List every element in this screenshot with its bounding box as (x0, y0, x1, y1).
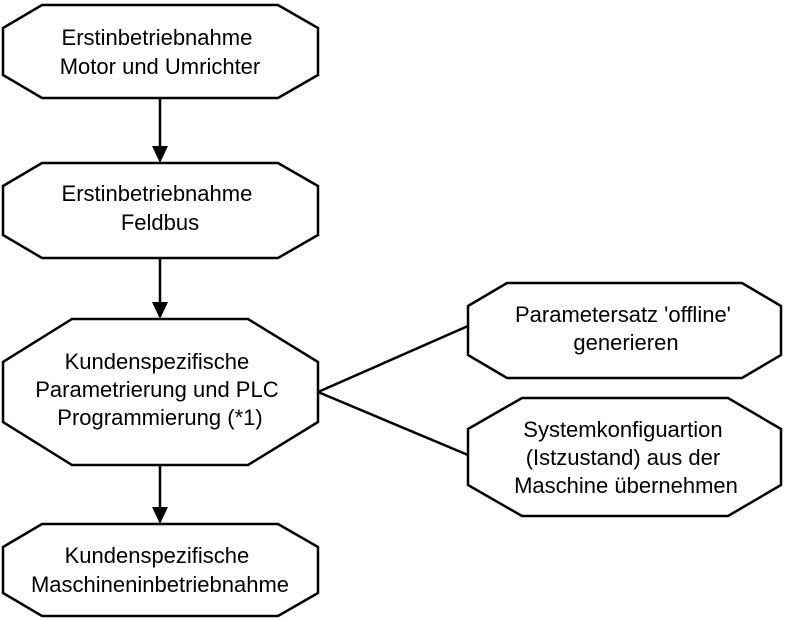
arrowhead-maschine (152, 507, 168, 524)
svg-text:Erstinbetriebnahme Feldb: Erstinbetriebnahme Feldbus (62, 181, 259, 235)
node-motor: Erstinbetriebnahme Motor und Umrichter (1, 3, 320, 100)
node-param-shape (1, 317, 320, 467)
node-system: Systemkonfiguartion (Istzustand) aus der… (466, 396, 783, 518)
node-system-line-1: Systemkonfiguartion (523, 417, 722, 442)
node-feldbus: Erstinbetriebnahme Feldbus (1, 161, 320, 260)
edge-param-to-offline (317, 324, 469, 394)
node-motor-line-2: Motor und Umrichter (60, 54, 261, 79)
node-offline-shape (466, 281, 783, 380)
node-system-line-2: (Istzustand) aus der (526, 445, 720, 470)
edges (152, 98, 469, 524)
svg-text:Kundenspezifische Parame: Kundenspezifische Parametrierung und PLC… (35, 349, 284, 430)
node-param: Kundenspezifische Parametrierung und PLC… (1, 317, 320, 467)
arrowhead-param (152, 302, 168, 319)
edge-param-to-system (317, 390, 469, 457)
node-offline: Parametersatz 'offline' generieren (466, 281, 783, 380)
node-feldbus-line-2: Feldbus (121, 210, 199, 235)
node-feldbus-shape (1, 161, 320, 260)
node-offline-line-1: Parametersatz 'offline' (515, 302, 731, 327)
node-motor-shape (1, 3, 320, 100)
node-feldbus-line-1: Erstinbetriebnahme (62, 181, 253, 206)
node-maschine-line-2: Maschineninbetriebnahme (31, 572, 289, 597)
node-param-line-1: Kundenspezifische (65, 349, 250, 374)
node-system-shape (466, 396, 783, 518)
svg-text:Parametersatz 'offline': Parametersatz 'offline' generieren (515, 302, 737, 355)
node-system-line-3: Maschine übernehmen (514, 473, 738, 498)
node-offline-line-2: generieren (573, 330, 678, 355)
svg-text:Erstinbetriebnahme Motor: Erstinbetriebnahme Motor und Umrichter (60, 25, 261, 79)
node-motor-line-1: Erstinbetriebnahme (62, 25, 253, 50)
node-maschine: Kundenspezifische Maschineninbetriebnahm… (1, 522, 320, 618)
arrowhead-feldbus (152, 146, 168, 163)
node-param-line-3: Programmierung (*1) (57, 405, 262, 430)
node-maschine-line-1: Kundenspezifische (65, 543, 250, 568)
svg-text:Kundenspezifische Maschi: Kundenspezifische Maschineninbetriebnahm… (31, 543, 289, 597)
node-maschine-shape (1, 522, 320, 618)
svg-text:Systemkonfiguartion (Ist: Systemkonfiguartion (Istzustand) aus der… (514, 417, 738, 498)
node-param-line-2: Parametrierung und PLC (35, 377, 278, 402)
